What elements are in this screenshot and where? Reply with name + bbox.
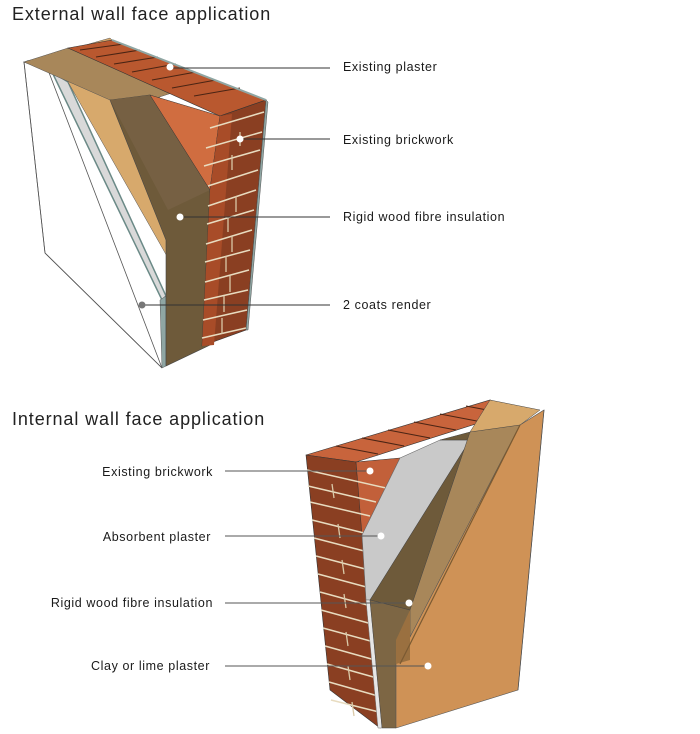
external-brick-side-headjoints — [221, 132, 241, 334]
marker-wood-fibre — [176, 213, 184, 221]
marker-int-wood-fibre — [405, 599, 413, 607]
external-leader-lines — [142, 67, 330, 306]
internal-wall-illustration — [225, 399, 545, 729]
external-existing-plaster-strip — [245, 99, 269, 331]
external-insulation-top — [23, 47, 176, 101]
internal-clay-plaster — [395, 409, 545, 729]
external-existing-plaster-top — [111, 39, 267, 101]
label-existing-plaster: Existing plaster — [343, 60, 438, 74]
marker-int-clay-plaster — [424, 662, 432, 670]
label-coats-render: 2 coats render — [343, 298, 432, 312]
internal-brick-front-headjoints — [331, 483, 355, 717]
marker-existing-brickwork — [236, 135, 244, 143]
label-int-wood-fibre-insulation: Rigid wood fibre insulation — [50, 596, 213, 610]
external-section-title: External wall face application — [12, 4, 272, 24]
external-render-front-edge — [159, 295, 167, 369]
marker-int-absorbent-plaster — [377, 532, 385, 540]
internal-insulation-top — [469, 399, 541, 433]
label-int-existing-brickwork: Existing brickwork — [102, 465, 213, 479]
label-wood-fibre-insulation: Rigid wood fibre insulation — [343, 210, 506, 224]
marker-int-brickwork — [366, 467, 374, 475]
internal-leader-lines — [225, 470, 428, 667]
external-brick-corner — [202, 114, 232, 346]
external-wall-illustration — [22, 37, 330, 369]
external-insulation-cut — [110, 95, 210, 210]
marker-render — [138, 301, 146, 309]
marker-existing-plaster — [166, 63, 174, 71]
label-int-clay-lime-plaster: Clay or lime plaster — [91, 659, 210, 673]
internal-section-title: Internal wall face application — [12, 409, 266, 429]
label-existing-brickwork: Existing brickwork — [343, 133, 454, 147]
internal-brick-front-joints — [306, 469, 387, 713]
label-int-absorbent-plaster: Absorbent plaster — [102, 530, 211, 544]
external-brick-side-joints — [201, 111, 265, 339]
